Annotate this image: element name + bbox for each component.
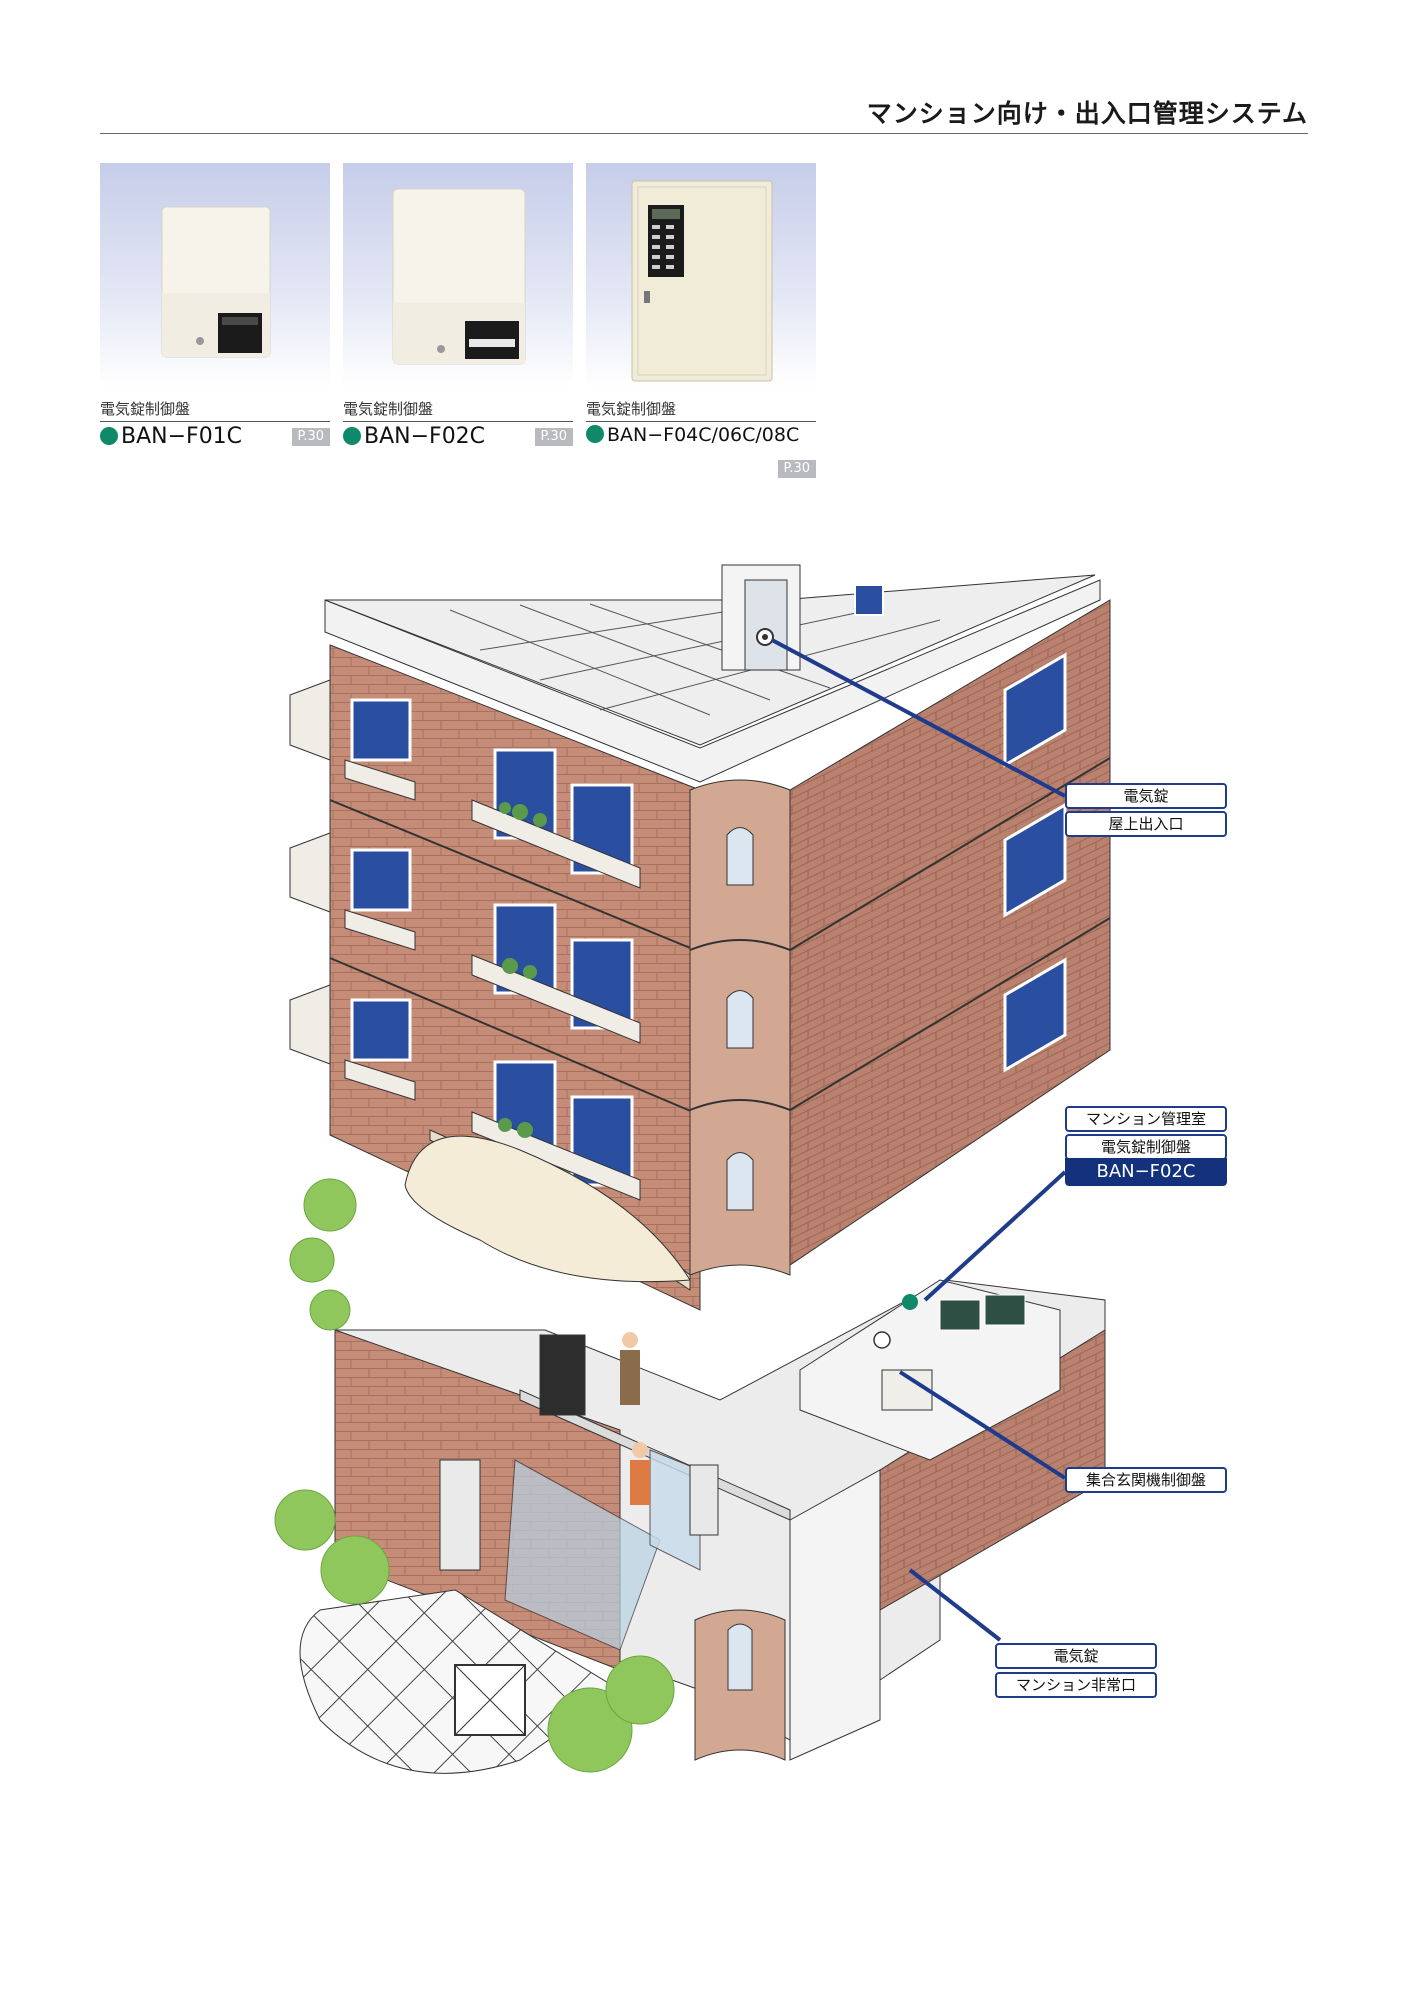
bullet-icon	[343, 427, 361, 445]
bullet-icon	[586, 425, 604, 443]
plaza-paving	[299, 1459, 621, 1774]
bullet-icon	[100, 427, 118, 445]
page-ref-badge-1: P.30	[291, 428, 330, 446]
product-category-3: 電気錠制御盤	[586, 400, 677, 418]
product-card-2: 電気錠制御盤 BAN−F02C P.30	[343, 163, 573, 452]
leader-lines	[771, 638, 1067, 1642]
greenery	[274, 1178, 675, 1773]
product-name-row-3: BAN−F04C/06C/08C P.30	[586, 421, 816, 478]
callout-emergency-exit: マンション非常口	[995, 1672, 1157, 1698]
product-card-3: 電気錠制御盤 BAN−F04C/06C/08C P.30	[586, 163, 816, 478]
callout-entrance-panel: 集合玄関機制御盤	[1065, 1467, 1227, 1493]
left-facade	[289, 644, 701, 1311]
product-model-2: BAN−F02C	[364, 424, 486, 449]
product-model-1: BAN−F01C	[121, 424, 243, 449]
product-name-row-2: BAN−F02C P.30	[343, 421, 573, 452]
product-photo-2	[343, 163, 573, 388]
roof	[324, 564, 1101, 783]
page-ref-badge-3: P.30	[777, 460, 816, 478]
product-category-1: 電気錠制御盤	[100, 400, 191, 418]
callout-roof-entrance: 屋上出入口	[1065, 811, 1227, 837]
product-card-1: 電気錠制御盤 BAN−F01C P.30	[100, 163, 330, 452]
right-facade	[789, 599, 1111, 1266]
page-ref-badge-2: P.30	[534, 428, 573, 446]
corner-tower	[689, 779, 791, 1276]
product-model-3: BAN−F04C/06C/08C	[607, 424, 800, 446]
entrance-canopy	[404, 1129, 691, 1291]
product-name-row-1: BAN−F01C P.30	[100, 421, 330, 452]
callout-control-panel: 電気錠制御盤	[1065, 1134, 1227, 1160]
title-divider	[100, 133, 1308, 134]
callout-manager-room: マンション管理室	[1065, 1106, 1227, 1132]
product-photo-3	[586, 163, 816, 388]
callout-roof-lock: 電気錠	[1065, 783, 1227, 809]
product-category-2: 電気錠制御盤	[343, 400, 434, 418]
callout-emergency-lock: 電気錠	[995, 1643, 1157, 1669]
page-title: マンション向け・出入口管理システム	[866, 99, 1308, 128]
callout-control-model: BAN−F02C	[1065, 1158, 1227, 1186]
product-photo-1	[100, 163, 330, 388]
